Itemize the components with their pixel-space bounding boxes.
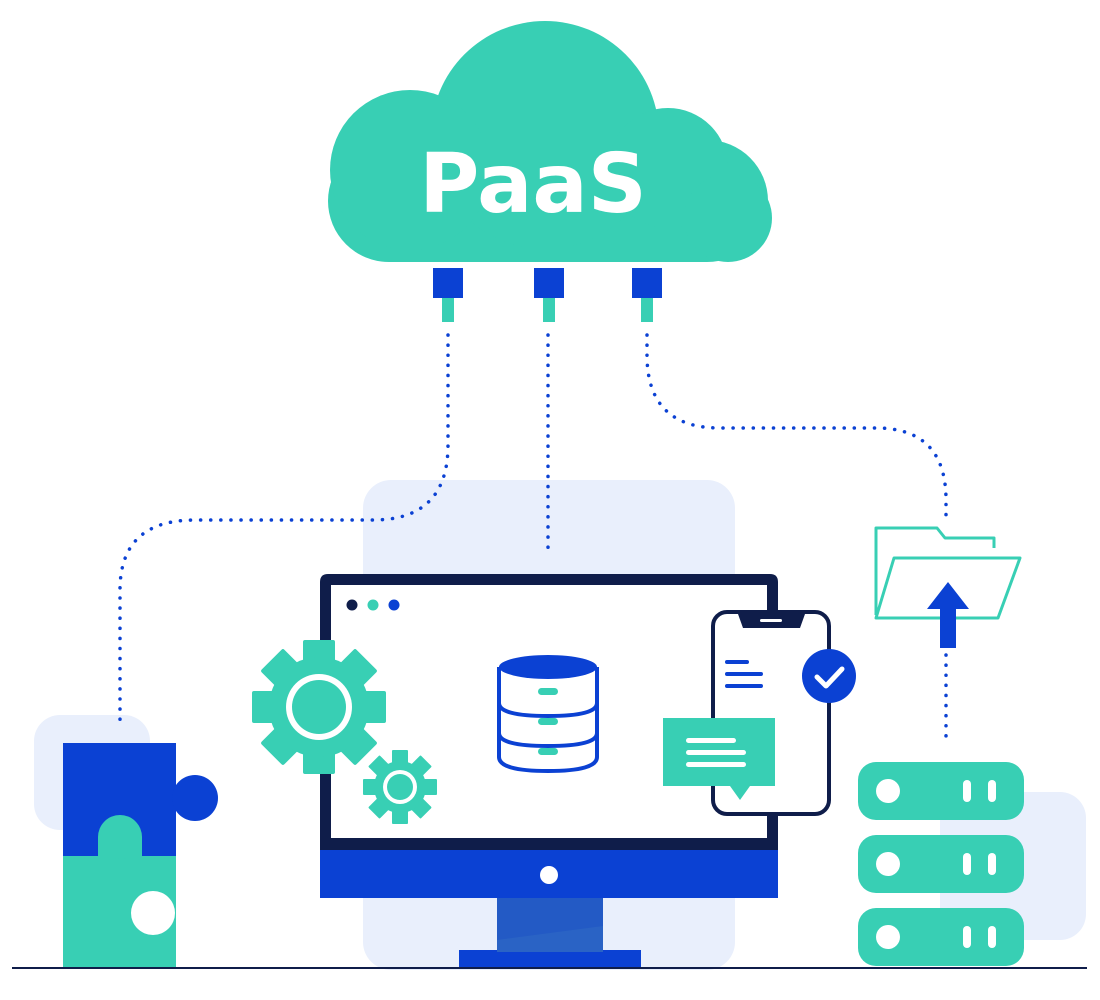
connector-plug-icon xyxy=(534,268,564,322)
window-dot xyxy=(367,599,379,611)
window-dot xyxy=(346,599,358,611)
connector-plug-icon xyxy=(433,268,463,322)
puzzle-icon xyxy=(63,743,218,967)
ground-line xyxy=(12,967,1087,969)
connector-plug-icon xyxy=(632,268,662,322)
dotted-connection-line-left xyxy=(118,333,450,722)
cloud-label: PaaS xyxy=(419,137,647,232)
database-icon xyxy=(497,655,599,774)
gear-icon xyxy=(363,750,437,824)
chat-bubble-icon xyxy=(663,718,775,800)
folder-upload-icon xyxy=(874,526,1022,648)
cloud-icon xyxy=(328,21,772,262)
checkmark-badge-icon xyxy=(802,649,856,703)
window-dot xyxy=(388,599,400,611)
gear-icon xyxy=(252,640,386,774)
server-rack-icon xyxy=(858,762,1024,966)
